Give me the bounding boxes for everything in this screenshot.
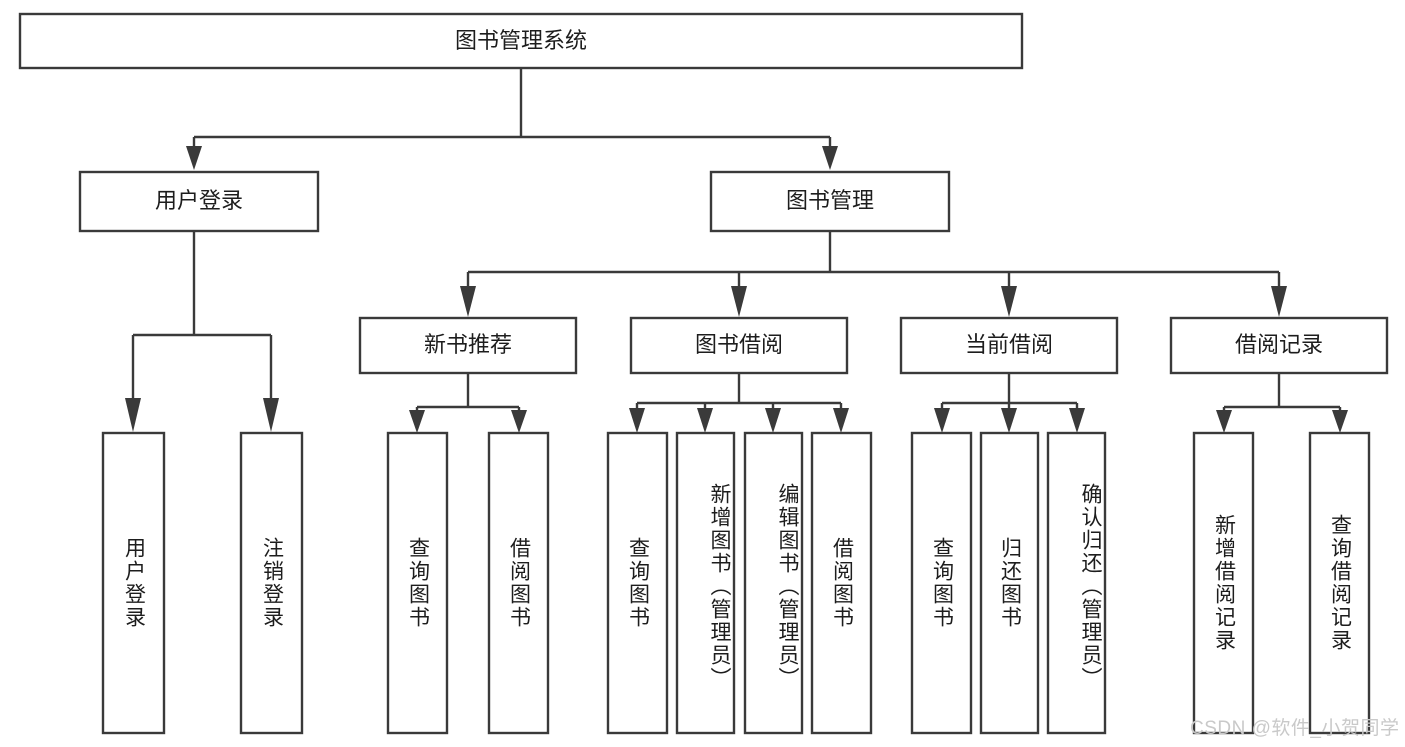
arrowhead-book-borrow [731,286,747,317]
node-box-user-login[interactable] [78,170,320,233]
node-box-leaf-query-book-3[interactable] [910,431,973,735]
connector-group-root-to-level2 [186,68,838,170]
arrowhead-new-book-recommend [460,286,476,317]
node-box-current-borrow[interactable] [899,316,1119,375]
node-box-borrow-record[interactable] [1169,316,1389,375]
node-box-leaf-return-book[interactable] [979,431,1040,735]
node-box-leaf-edit-book[interactable] [743,431,804,735]
node-box-leaf-borrow-book-2[interactable] [810,431,873,735]
node-box-root[interactable] [18,12,1024,70]
arrowhead-leaf-query-book-1 [409,410,425,433]
arrowhead-leaf-query-book-2 [629,408,645,433]
connector-group-book-borrow-to-leaves [629,373,849,433]
arrowhead-leaf-borrow-book-1 [511,410,527,433]
arrowhead-root-to-user-login [186,146,202,170]
node-box-leaf-confirm-return[interactable] [1046,431,1107,735]
arrowhead-leaf-confirm-return [1069,408,1085,433]
node-box-leaf-borrow-book-1[interactable] [487,431,550,735]
node-box-leaf-user-login[interactable] [101,431,166,735]
connector-group-book-management-to-level3 [460,231,1287,317]
arrowhead-borrow-record [1271,286,1287,317]
connector-group-new-book-recommend-to-leaves [409,373,527,433]
node-box-leaf-add-book[interactable] [675,431,736,735]
csdn-watermark: CSDN @软件_小贺同学 [1190,718,1400,739]
node-box-book-management[interactable] [709,170,951,233]
arrowhead-leaf-user-login [125,398,141,432]
connector-group-borrow-record-to-leaves [1216,373,1348,433]
arrowhead-leaf-return-book [1001,408,1017,433]
node-box-leaf-add-record[interactable] [1192,431,1255,735]
node-box-new-book-recommend[interactable] [358,316,578,375]
node-box-leaf-user-logout[interactable] [239,431,304,735]
arrowhead-leaf-user-logout [263,398,279,432]
node-box-book-borrow[interactable] [629,316,849,375]
arrowhead-current-borrow [1001,286,1017,317]
arrowhead-leaf-query-record [1332,410,1348,433]
arrowhead-leaf-query-book-3 [934,408,950,433]
node-box-leaf-query-record[interactable] [1308,431,1371,735]
connector-group-user-login-to-leaves [125,231,279,432]
arrowhead-leaf-edit-book [765,408,781,433]
connector-group-current-borrow-to-leaves [934,373,1085,433]
arrowhead-leaf-add-book [697,408,713,433]
arrowhead-root-to-book-management [822,146,838,170]
node-box-leaf-query-book-2[interactable] [606,431,669,735]
node-box-leaf-query-book-1[interactable] [386,431,449,735]
arrowhead-leaf-borrow-book-2 [833,408,849,433]
arrowhead-leaf-add-record [1216,410,1232,433]
